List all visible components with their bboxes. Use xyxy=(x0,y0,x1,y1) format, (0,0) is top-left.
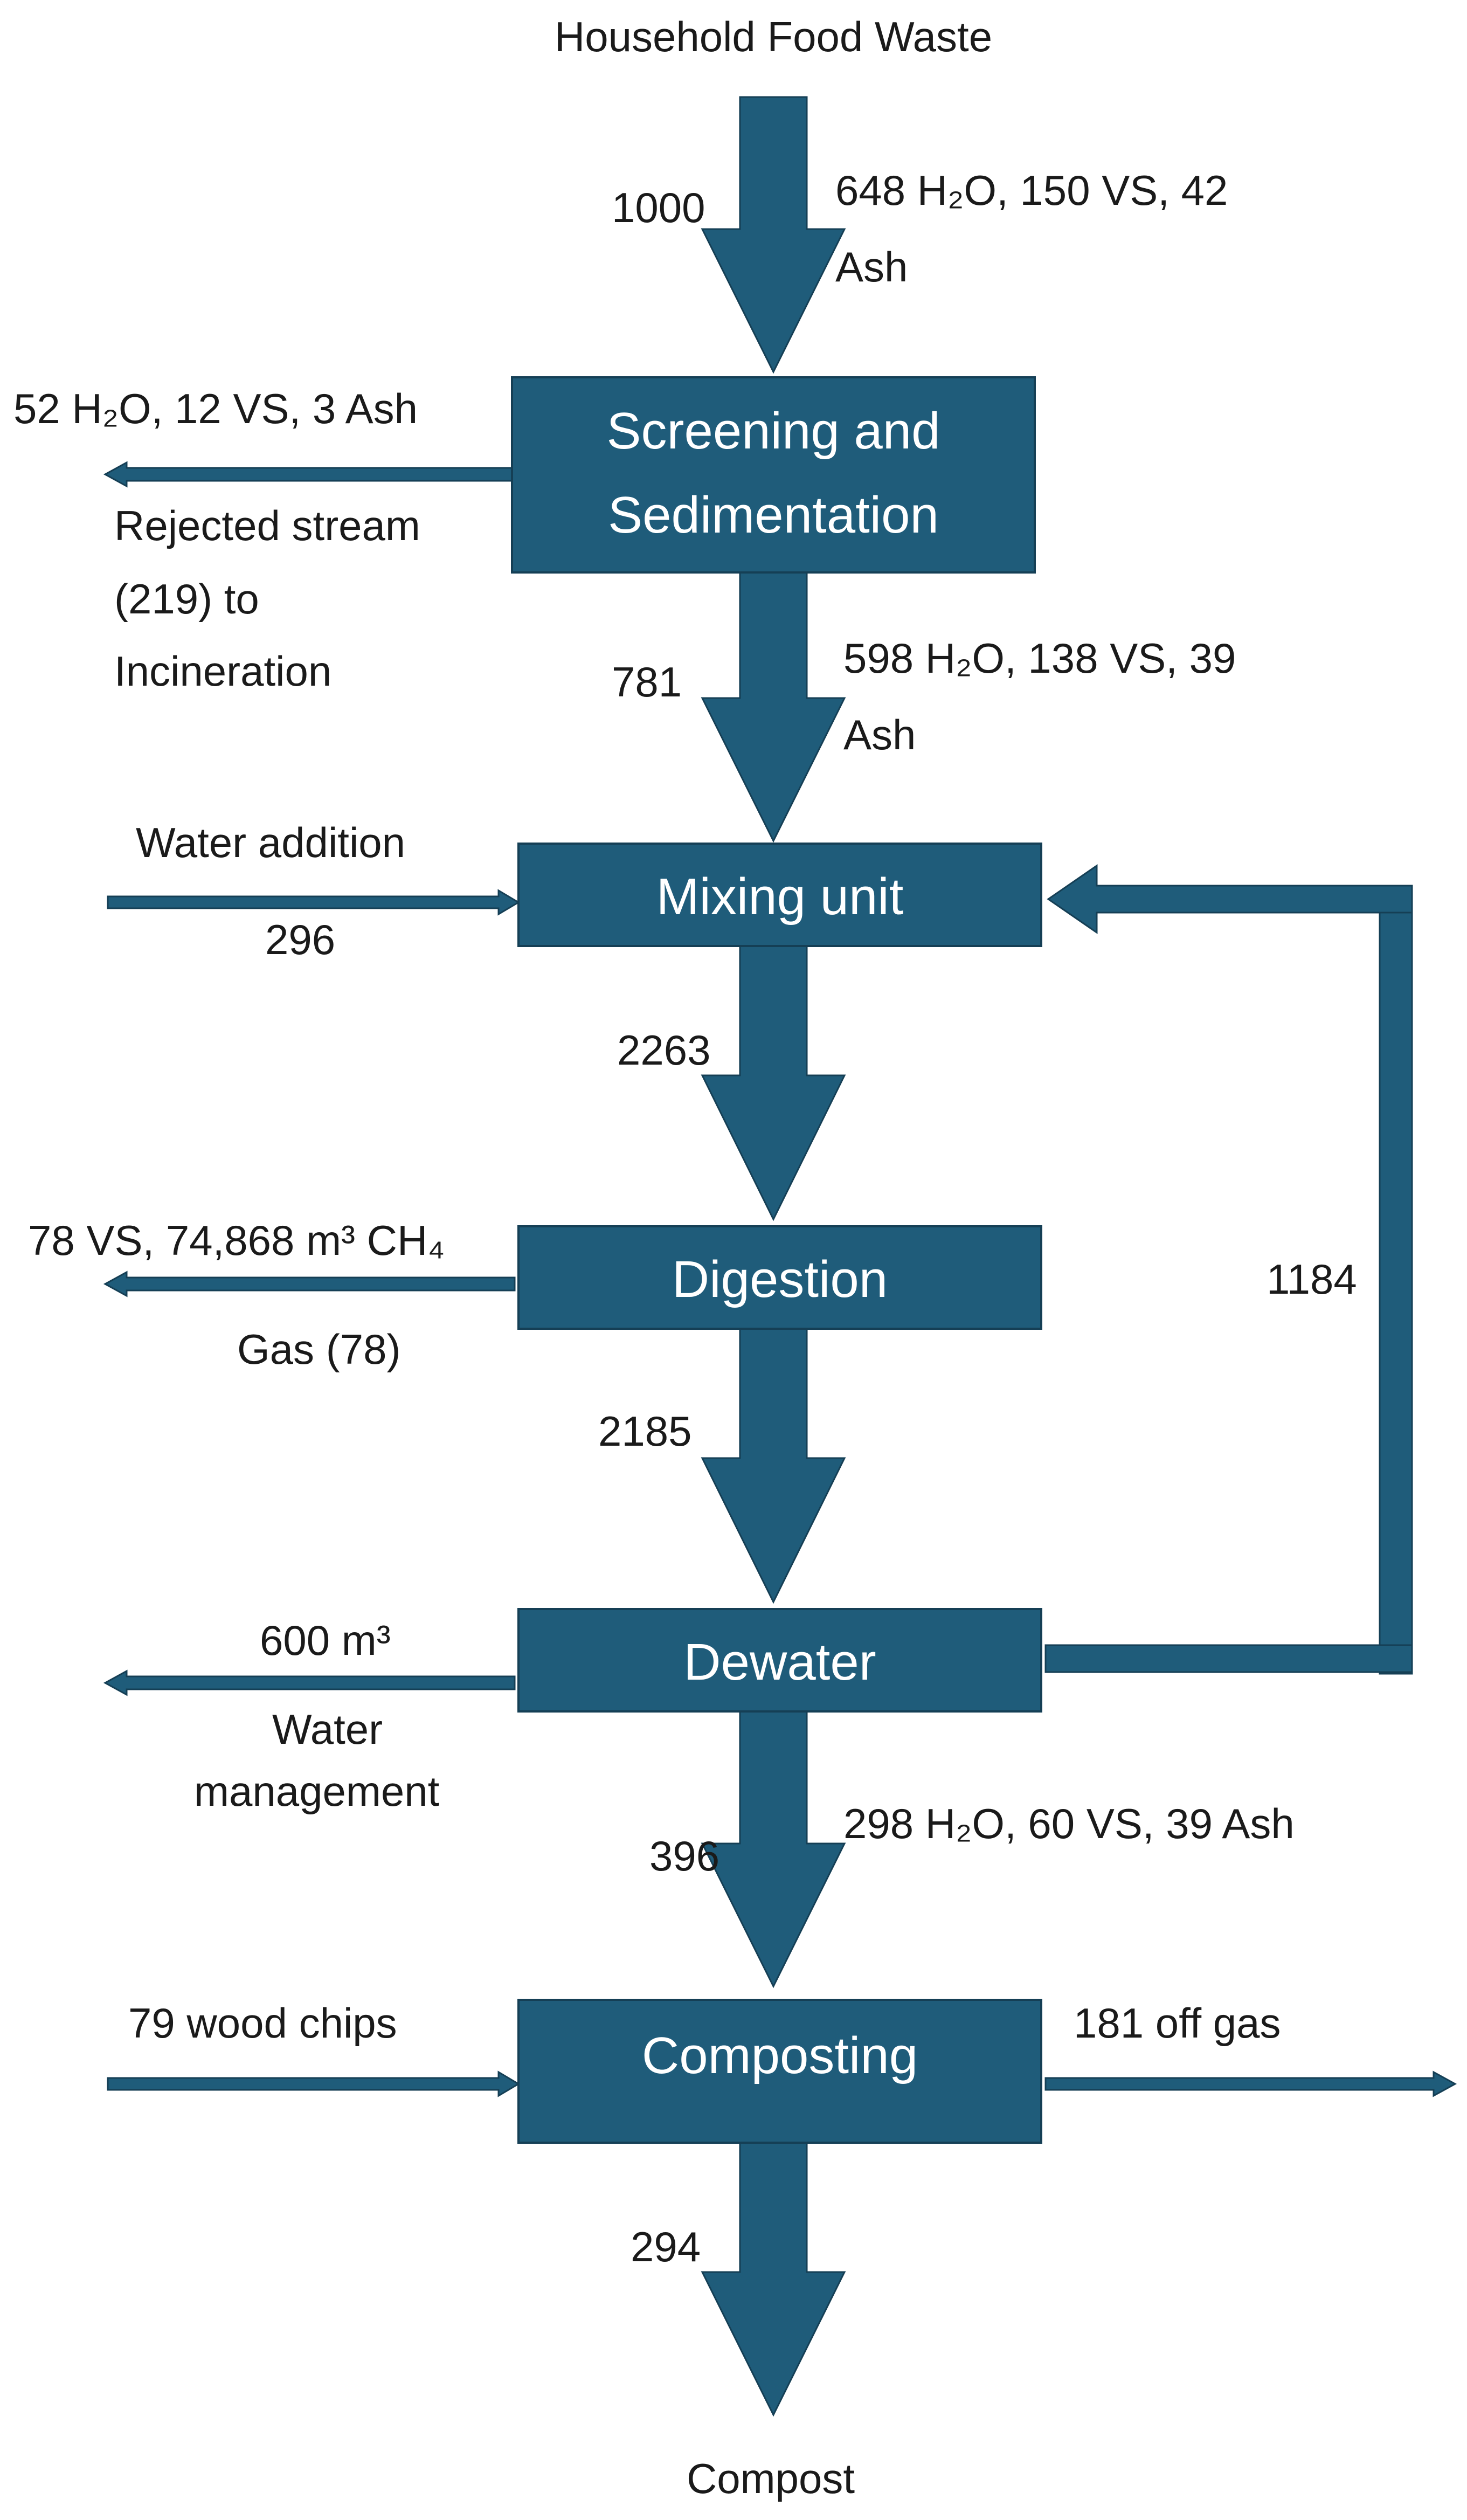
rejected-composition-label: 52 H₂O, 12 VS, 3 Ash xyxy=(13,385,418,432)
recycle-loop-bottom xyxy=(1044,1644,1413,1673)
flow-arrow-screened xyxy=(701,570,846,843)
screened-total-label: 781 xyxy=(612,658,682,706)
off-gas-arrow xyxy=(1044,2070,1457,2097)
composting-label: Composting xyxy=(642,2027,918,2084)
flow-arrow-dewatered xyxy=(701,1710,846,1989)
screened-composition-line2: Ash xyxy=(843,711,916,758)
digested-total-label: 2185 xyxy=(598,1407,692,1455)
screened-composition-line1: 598 H₂O, 138 VS, 39 xyxy=(843,634,1236,682)
rejected-stream-line2: (219) to xyxy=(114,575,259,623)
water-addition-label: Water addition xyxy=(136,819,405,866)
rejected-stream-line1: Rejected stream xyxy=(114,502,420,549)
dewater-box xyxy=(517,1608,1042,1713)
input-composition-line2: Ash xyxy=(835,243,908,291)
input-total-label: 1000 xyxy=(612,184,705,231)
water-out-value-label: 600 m³ xyxy=(260,1617,391,1664)
compost-total-label: 294 xyxy=(631,2223,701,2270)
recycle-value-label: 1184 xyxy=(1267,1255,1357,1303)
output-terminal-label: Compost xyxy=(687,2455,855,2502)
water-addition-value: 296 xyxy=(265,916,335,963)
flow-arrow-input xyxy=(701,96,846,374)
flow-arrow-digested xyxy=(701,1328,846,1604)
screening-label-line2: Sedimentation xyxy=(608,486,939,544)
water-management-line1: Water xyxy=(272,1706,383,1753)
screening-box xyxy=(511,376,1036,574)
input-terminal-label: Household Food Waste xyxy=(555,13,992,60)
water-output-arrow xyxy=(103,1669,516,1696)
dewater-label: Dewater xyxy=(683,1633,876,1691)
mixed-total-label: 2263 xyxy=(617,1026,711,1074)
mixing-label: Mixing unit xyxy=(656,868,904,926)
recycle-loop-top-arrow xyxy=(1047,864,1413,934)
rejected-stream-line3: Incineration xyxy=(114,647,331,695)
digestion-box xyxy=(517,1225,1042,1330)
flow-arrow-compost xyxy=(701,2142,846,2417)
mixing-box xyxy=(517,843,1042,947)
rejected-stream-arrow xyxy=(103,461,513,488)
wood-chips-label: 79 wood chips xyxy=(128,1999,397,2047)
input-composition-line1: 648 H₂O, 150 VS, 42 xyxy=(835,167,1228,214)
composting-box xyxy=(517,1999,1042,2144)
water-management-line2: management xyxy=(194,1768,440,1815)
dewatered-composition-label: 298 H₂O, 60 VS, 39 Ash xyxy=(843,1800,1295,1847)
gas-output-arrow xyxy=(103,1271,516,1297)
gas-composition-label: 78 VS, 74,868 m³ CH₄ xyxy=(28,1217,445,1264)
off-gas-label: 181 off gas xyxy=(1074,1999,1281,2047)
digestion-label: Digestion xyxy=(672,1251,888,1308)
dewatered-total-label: 396 xyxy=(649,1832,719,1880)
screening-label-line1: Screening and xyxy=(606,402,940,460)
gas-output-label: Gas (78) xyxy=(237,1325,400,1373)
flow-arrow-mixed xyxy=(701,945,846,1221)
water-addition-arrow xyxy=(107,889,520,916)
wood-chips-arrow xyxy=(107,2070,520,2097)
recycle-loop-vertical xyxy=(1379,885,1413,1675)
